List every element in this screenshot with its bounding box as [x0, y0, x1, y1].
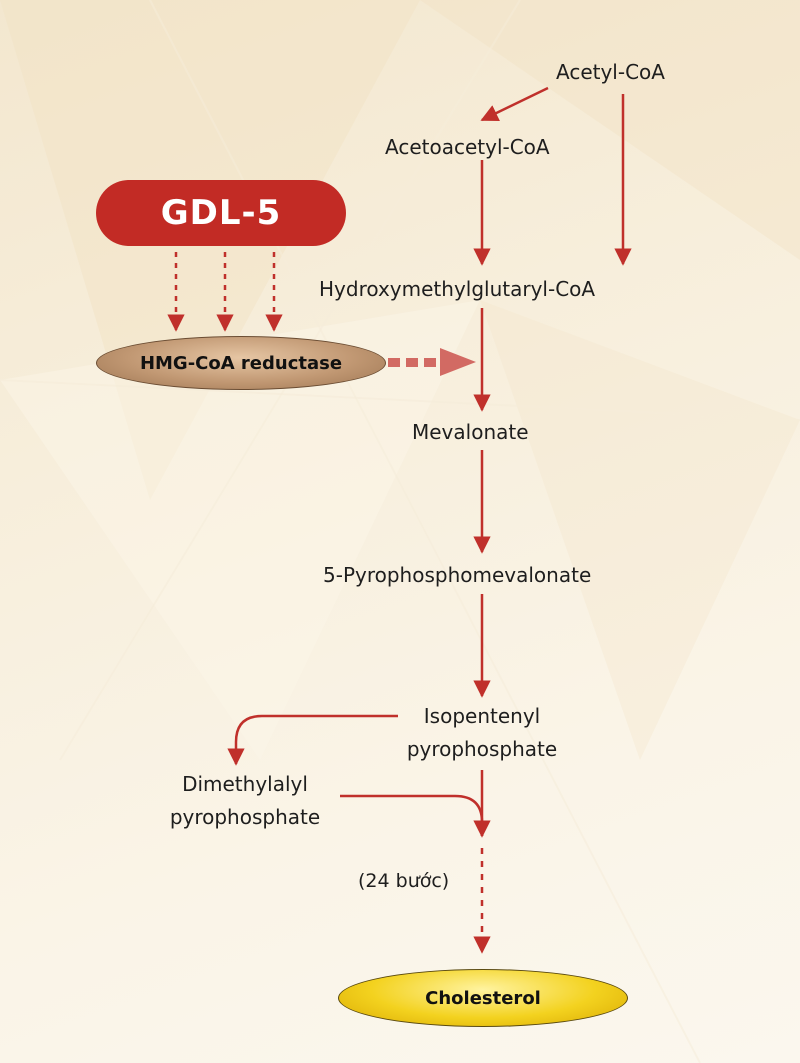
node-dimethylalyl-line1: Dimethylalyl — [182, 772, 308, 796]
product-cholesterol: Cholesterol — [338, 969, 628, 1027]
arrow-isopentenyl-to-dimethylalyl — [227, 714, 398, 766]
node-isopentenyl-line1: Isopentenyl — [423, 704, 541, 728]
enzyme-hmg-coa-reductase: HMG-CoA reductase — [96, 336, 386, 390]
node-pyrophosphomevalonate: 5-Pyrophosphomevalonate — [323, 563, 592, 587]
arrow-dimethylalyl-to-junction — [340, 794, 484, 836]
enzyme-action-arrow — [388, 348, 476, 376]
arrow-acetyl-to-acetoacetyl — [480, 86, 549, 122]
node-dimethylalyl-line2: pyrophosphate — [169, 805, 321, 829]
node-acetyl-coa: Acetyl-CoA — [556, 60, 665, 84]
steps-note: (24 bước) — [358, 870, 450, 892]
node-mevalonate: Mevalonate — [412, 420, 529, 444]
inhibitor-gdl5-badge: GDL-5 — [96, 180, 346, 246]
node-hmg-coa: Hydroxymethylglutaryl-CoA — [319, 277, 596, 301]
node-isopentenyl-line2: pyrophosphate — [406, 737, 558, 761]
node-acetoacetyl-coa: Acetoacetyl-CoA — [385, 135, 550, 159]
